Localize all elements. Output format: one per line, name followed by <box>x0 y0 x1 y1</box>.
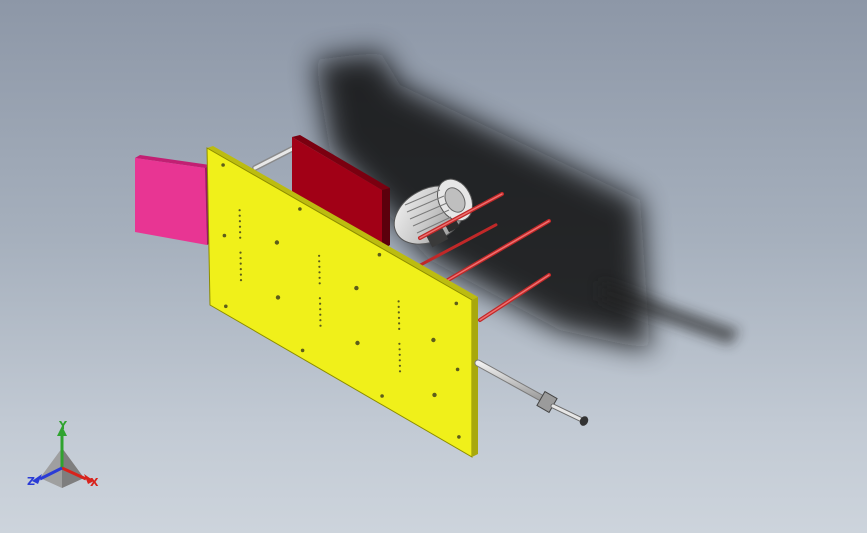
plate-hole <box>239 231 242 234</box>
plate-hole <box>319 319 322 322</box>
plate-hole <box>239 268 242 271</box>
plate-hole <box>239 279 243 282</box>
triad-z-arrow <box>32 474 42 484</box>
plate-hole <box>222 233 227 238</box>
triad-y-arrow <box>57 426 67 436</box>
plate-hole <box>274 240 280 245</box>
side-panel <box>135 155 212 245</box>
plate-hole <box>432 392 437 398</box>
motor-housing <box>292 135 390 250</box>
plate-hole <box>238 225 242 228</box>
triad-x-label: X <box>90 476 99 489</box>
plate-hole <box>398 359 401 362</box>
plate-hole <box>398 353 401 356</box>
plate-hole <box>239 251 242 254</box>
plate-hole <box>318 265 321 268</box>
plate-hole <box>397 305 400 308</box>
plate-hole <box>239 262 242 265</box>
plate-hole <box>239 236 242 239</box>
plate-hole <box>398 322 401 325</box>
electric-motor <box>393 178 474 248</box>
plate-hole <box>238 214 241 217</box>
plate-hole <box>431 337 436 343</box>
plate-hole <box>457 435 461 439</box>
plate-hole <box>300 348 305 353</box>
plate-hole <box>380 394 384 398</box>
triad-z-label: Z <box>27 475 35 488</box>
plate-hole <box>319 313 322 316</box>
plate-hole <box>398 364 401 367</box>
plate-hole <box>355 340 360 346</box>
plate-hole <box>319 308 322 311</box>
plate-hole <box>221 163 225 167</box>
model-shadow <box>315 52 740 350</box>
triad-x-arrow <box>84 474 94 484</box>
triad-x-axis <box>61 466 87 481</box>
plate-hole <box>224 304 228 309</box>
plate-hole <box>238 209 241 212</box>
plate-hole <box>454 301 459 306</box>
coordinate-triad <box>32 426 94 488</box>
plate-hole <box>318 260 321 263</box>
plate-hole <box>239 257 242 260</box>
plate-hole <box>319 302 322 305</box>
red-rods <box>418 192 551 322</box>
plate-hole <box>318 271 321 274</box>
mounting-plate <box>206 146 478 458</box>
plate-hole <box>455 367 460 372</box>
shaft-assembly <box>474 359 589 426</box>
plate-hole <box>398 327 401 330</box>
triad-y-label: Y <box>59 419 67 432</box>
plate-hole <box>318 282 321 285</box>
plate-hole <box>397 311 400 314</box>
plate-hole <box>398 342 401 345</box>
triad-z-axis <box>39 466 63 481</box>
plate-hole <box>238 220 241 223</box>
plate-hole <box>319 324 322 327</box>
plate-hole <box>275 295 281 300</box>
plate-hole <box>397 316 401 319</box>
plate-holes <box>221 163 461 439</box>
plate-hole <box>318 276 321 279</box>
plate-hole <box>298 207 302 211</box>
plate-hole <box>398 370 402 373</box>
plate-hole <box>239 273 242 276</box>
plate-hole <box>318 297 321 300</box>
plate-hole <box>398 348 401 351</box>
plate-hole <box>377 252 382 257</box>
plate-hole <box>318 254 321 257</box>
plate-hole <box>397 300 400 303</box>
plate-hole <box>354 285 359 291</box>
